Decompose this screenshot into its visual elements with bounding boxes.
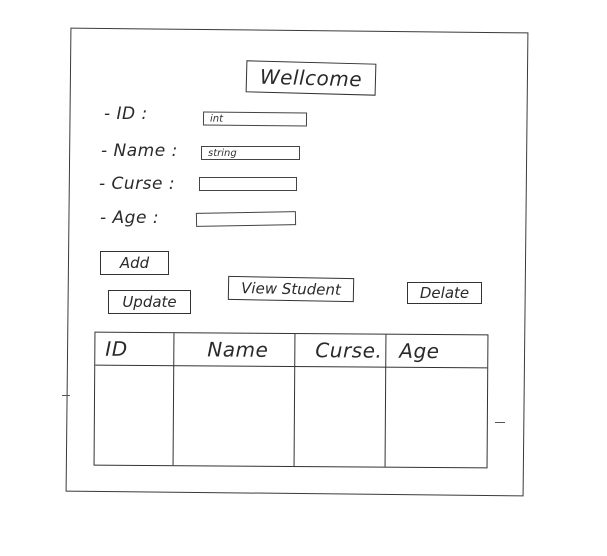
table-header: ID Name Curse. Age (95, 332, 488, 369)
column-header-age: Age (399, 338, 440, 364)
students-table: ID Name Curse. Age (93, 331, 489, 469)
id-field[interactable] (202, 111, 308, 127)
page-title: Wellcome (245, 60, 377, 96)
id-label: - ID : (104, 104, 148, 124)
update-button[interactable]: Update (108, 290, 191, 314)
age-label: - Age : (100, 208, 160, 228)
column-header-curse: Curse. (315, 338, 383, 363)
name-field[interactable] (201, 146, 300, 160)
sketch-mark (495, 422, 505, 423)
column-divider (384, 334, 387, 467)
age-field[interactable] (195, 211, 297, 227)
column-header-id: ID (105, 336, 128, 361)
delete-button[interactable]: Delate (407, 282, 482, 304)
column-divider (293, 334, 296, 467)
column-divider (172, 333, 175, 466)
name-label: - Name : (101, 141, 178, 161)
curse-label: - Curse : (99, 174, 176, 194)
view-student-button[interactable]: View Student (227, 275, 355, 303)
add-button[interactable]: Add (100, 251, 169, 275)
sketch-mark (62, 395, 70, 396)
curse-field[interactable] (199, 177, 297, 191)
